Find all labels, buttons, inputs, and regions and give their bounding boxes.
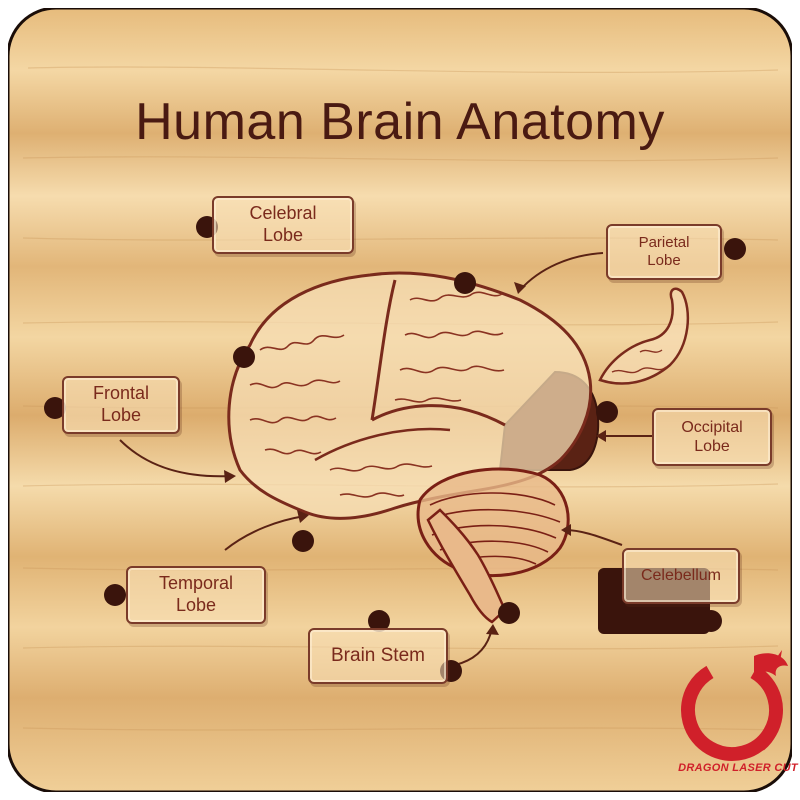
peg-hole [454, 272, 476, 294]
peg-hole [44, 397, 66, 419]
pointer-arrows [119, 252, 652, 666]
label-parietal-lobe: Parietal Lobe [606, 224, 722, 280]
peg-hole [724, 238, 746, 260]
label-frontal-lobe: Frontal Lobe [62, 376, 180, 434]
brain-stem-shape [426, 508, 507, 624]
parietal-lobe-piece [598, 287, 690, 385]
label-occipital-lobe: Occipital Lobe [652, 408, 772, 466]
dragon-logo-icon [681, 650, 788, 762]
diagram-title: Human Brain Anatomy [135, 93, 665, 151]
label-celebral-lobe: Celebral Lobe [212, 196, 354, 254]
peg-hole [700, 610, 722, 632]
label-celebellum: Celebellum [622, 548, 740, 604]
peg-hole [233, 346, 255, 368]
peg-hole [596, 401, 618, 423]
label-temporal-lobe: Temporal Lobe [126, 566, 266, 624]
peg-hole [104, 584, 126, 606]
label-brain-stem: Brain Stem [308, 628, 448, 684]
peg-hole [498, 602, 520, 624]
peg-hole [292, 530, 314, 552]
peg-hole [368, 610, 390, 632]
brand-logo-text: DRAGON LASER CUT [678, 762, 798, 774]
